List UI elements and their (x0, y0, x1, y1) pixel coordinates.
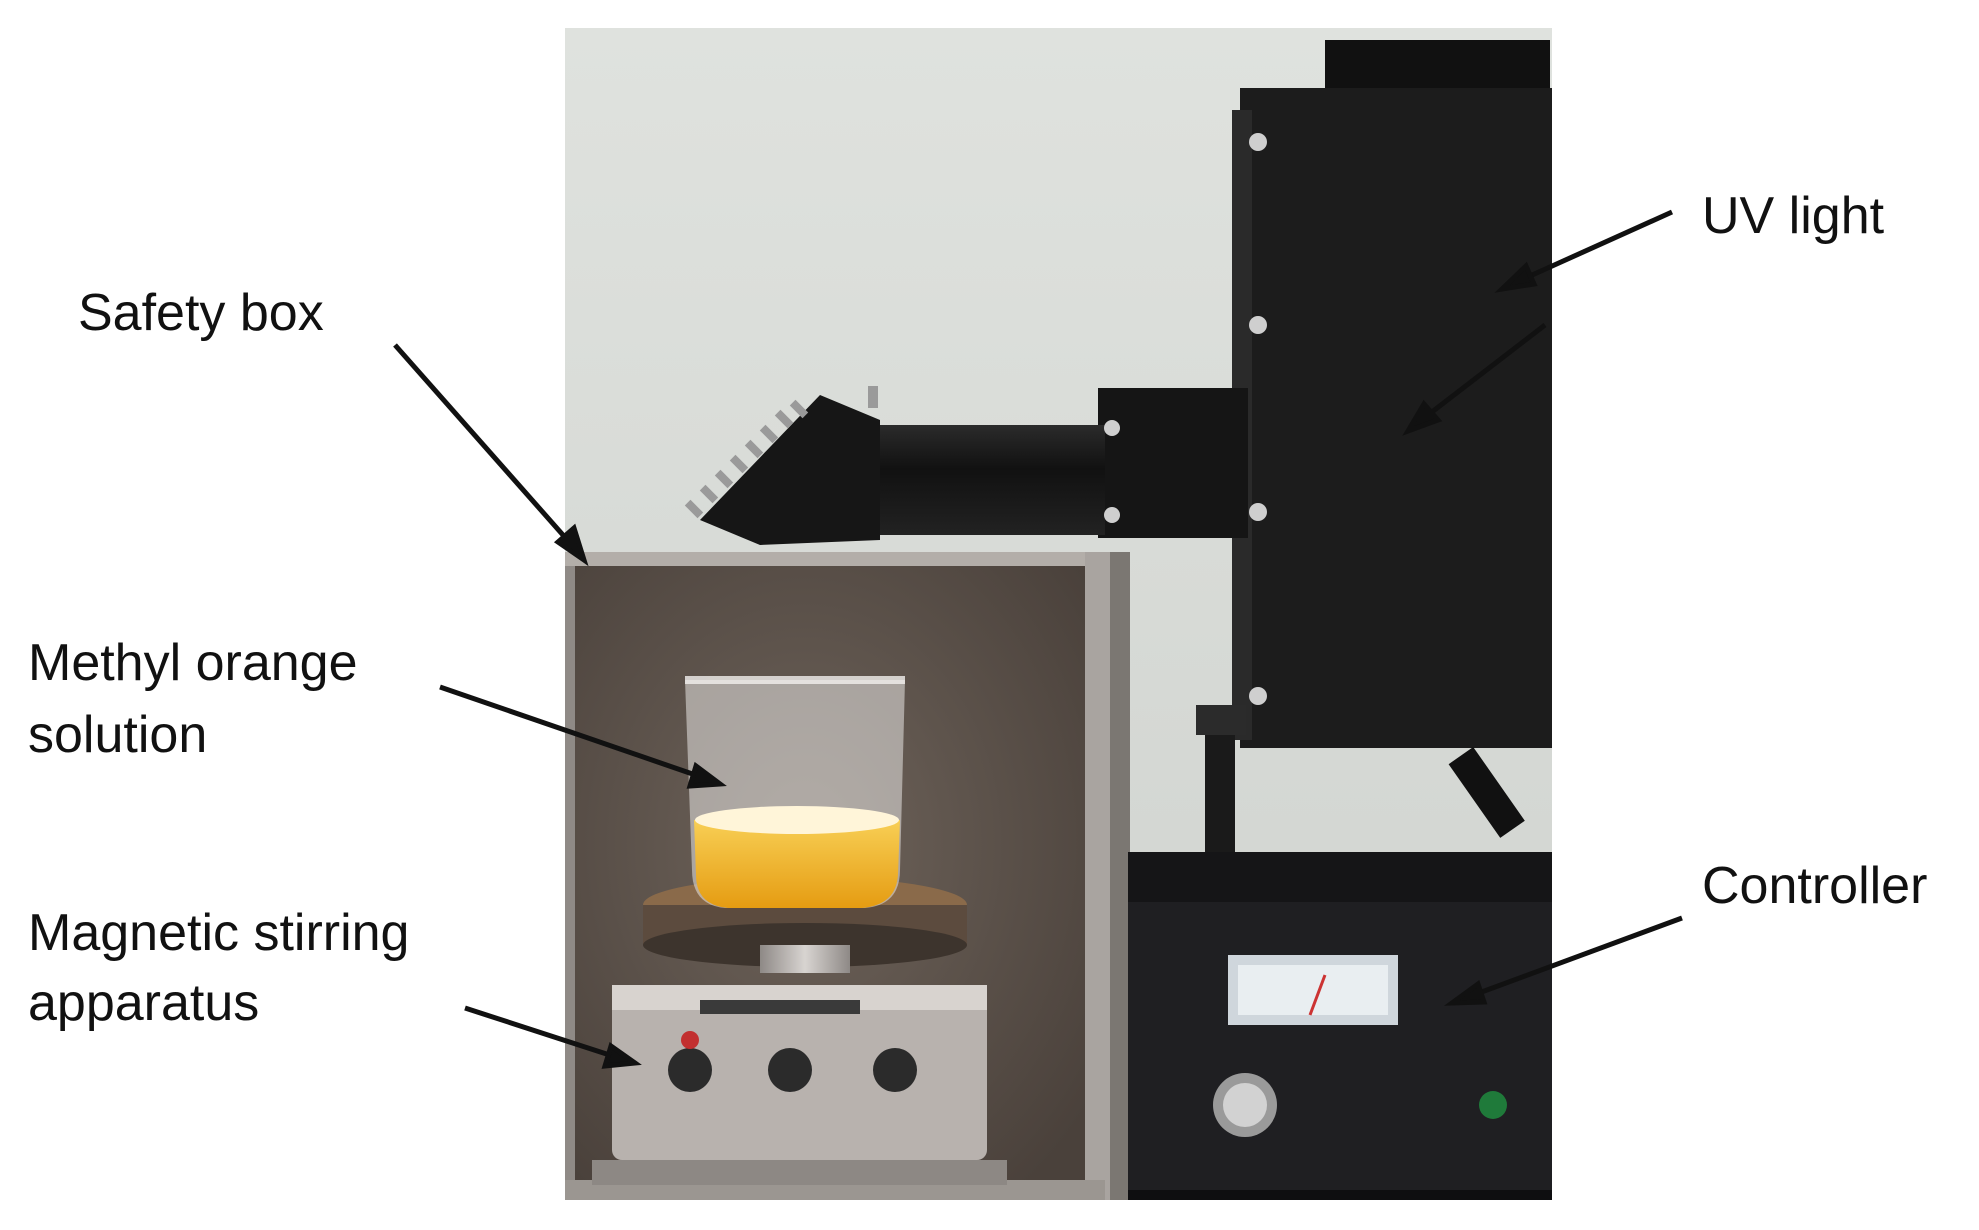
arrowhead-uv-light-lower (1402, 399, 1443, 436)
arrow-methyl-orange (439, 684, 711, 783)
arrowhead-safety-box (553, 523, 589, 567)
arrow-uv-light-upper (1508, 209, 1674, 288)
uv-lamp (1196, 40, 1552, 870)
annotation-arrows (393, 209, 1683, 1069)
arrowhead-methyl-orange (686, 761, 727, 789)
arrow-safety-box (393, 343, 580, 554)
label-controller: Controller (1702, 857, 1928, 915)
uv-tube (684, 386, 1248, 545)
arrowhead-controller (1443, 979, 1488, 1006)
label-safety-box: Safety box (78, 284, 324, 342)
controller (1128, 852, 1552, 1200)
arrow-magnetic-stirrer (464, 1005, 626, 1063)
label-magnetic-line2: apparatus (28, 974, 260, 1032)
arrowhead-uv-light-upper (1494, 261, 1538, 293)
magnetic-stirrer (592, 877, 1007, 1185)
label-methyl-orange-line1: Methyl orange (28, 634, 358, 692)
arrow-controller (1459, 915, 1683, 1003)
arrowhead-magnetic-stirrer (601, 1041, 642, 1069)
beaker (685, 676, 905, 908)
label-uv-light: UV light (1702, 187, 1885, 245)
label-magnetic-line1: Magnetic stirring (28, 904, 410, 962)
arrow-uv-light-lower (1413, 323, 1547, 427)
label-methyl-orange-line2: solution (28, 706, 208, 764)
